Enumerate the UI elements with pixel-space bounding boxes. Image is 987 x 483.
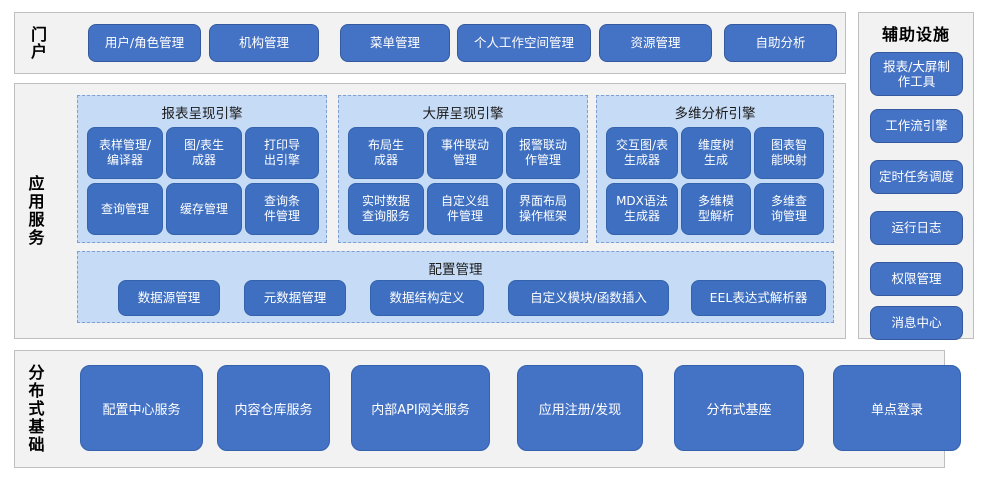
- portal-item-user-role[interactable]: 用户/角色管理: [88, 24, 201, 62]
- config-item-datasource[interactable]: 数据源管理: [118, 280, 220, 316]
- auxiliary-section: 辅助设施 报表/大屏制 作工具 工作流引擎 定时任务调度 运行日志 权限管理 消…: [858, 12, 974, 340]
- engine-panel-bigscreen: 大屏呈现引擎 布局生 成器 事件联动 管理 报警联动 作管理 实时数据 查询服务…: [338, 95, 588, 243]
- engine-bigscreen-item-event-linkage[interactable]: 事件联动 管理: [427, 127, 503, 179]
- distributed-layer-label: 分布式基础: [15, 351, 59, 467]
- engine-olap-item-dimension-tree[interactable]: 维度树 生成: [681, 127, 751, 179]
- portal-item-menu[interactable]: 菜单管理: [340, 24, 450, 62]
- engine-report-item-template-editor[interactable]: 表样管理/ 编译器: [87, 127, 163, 179]
- engine-panel-report: 报表呈现引擎 表样管理/ 编译器 图/表生 成器 打印导 出引擎 查询管理 缓存…: [77, 95, 327, 243]
- distributed-item-api-gateway[interactable]: 内部API网关服务: [351, 365, 490, 451]
- auxiliary-item-runtime-log[interactable]: 运行日志: [870, 211, 963, 245]
- auxiliary-layer-label: 辅助设施: [881, 25, 950, 44]
- distributed-item-distributed-base[interactable]: 分布式基座: [674, 365, 804, 451]
- config-item-custom-module[interactable]: 自定义模块/函数插入: [508, 280, 669, 316]
- portal-section: 门户 用户/角色管理 机构管理 菜单管理 个人工作空间管理 资源管理 自助分析: [14, 12, 846, 74]
- portal-item-org[interactable]: 机构管理: [209, 24, 319, 62]
- engine-bigscreen-item-layout-generator[interactable]: 布局生 成器: [348, 127, 424, 179]
- app-service-section: 应用服务 报表呈现引擎 表样管理/ 编译器 图/表生 成器 打印导 出引擎 查询…: [14, 83, 846, 339]
- config-management-panel: 配置管理 数据源管理 元数据管理 数据结构定义 自定义模块/函数插入 EEL表达…: [77, 251, 834, 323]
- engine-title-olap: 多维分析引擎: [674, 106, 756, 122]
- distributed-layer-label-text: 分布式基础: [28, 363, 46, 454]
- engine-bigscreen-item-ui-layout-framework[interactable]: 界面布局 操作框架: [506, 183, 580, 235]
- engine-olap-item-multidim-query[interactable]: 多维查 询管理: [754, 183, 824, 235]
- auxiliary-item-message-center[interactable]: 消息中心: [870, 306, 963, 340]
- engine-report-item-query-mgmt[interactable]: 查询管理: [87, 183, 163, 235]
- auxiliary-item-permission-mgmt[interactable]: 权限管理: [870, 262, 963, 296]
- engine-title-bigscreen: 大屏呈现引擎: [422, 106, 504, 122]
- portal-layer-label-text: 门户: [27, 26, 47, 60]
- engine-report-item-chart-generator[interactable]: 图/表生 成器: [166, 127, 242, 179]
- auxiliary-item-workflow-engine[interactable]: 工作流引擎: [870, 109, 963, 143]
- config-item-eel-parser[interactable]: EEL表达式解析器: [691, 280, 826, 316]
- distributed-item-config-center[interactable]: 配置中心服务: [80, 365, 203, 451]
- portal-item-self-analysis[interactable]: 自助分析: [724, 24, 837, 62]
- portal-item-personal-workspace[interactable]: 个人工作空间管理: [457, 24, 591, 62]
- engine-report-item-query-condition[interactable]: 查询条 件管理: [245, 183, 319, 235]
- distributed-item-content-repo[interactable]: 内容仓库服务: [217, 365, 330, 451]
- distributed-item-sso[interactable]: 单点登录: [833, 365, 961, 451]
- config-item-metadata[interactable]: 元数据管理: [244, 280, 346, 316]
- engine-title-report: 报表呈现引擎: [161, 106, 243, 122]
- engine-report-item-cache-mgmt[interactable]: 缓存管理: [166, 183, 242, 235]
- distributed-item-app-registry[interactable]: 应用注册/发现: [517, 365, 643, 451]
- app-service-layer-label: 应用服务: [15, 84, 59, 338]
- engine-report-item-print-export[interactable]: 打印导 出引擎: [245, 127, 319, 179]
- app-service-layer-label-text: 应用服务: [28, 174, 46, 247]
- engine-olap-item-interactive-chart[interactable]: 交互图/表 生成器: [606, 127, 678, 179]
- engine-olap-item-mdx-generator[interactable]: MDX语法 生成器: [606, 183, 678, 235]
- distributed-section: 分布式基础 配置中心服务 内容仓库服务 内部API网关服务 应用注册/发现 分布…: [14, 350, 961, 468]
- engine-panel-olap: 多维分析引擎 交互图/表 生成器 维度树 生成 图表智 能映射 MDX语法 生成…: [596, 95, 834, 243]
- engine-bigscreen-item-realtime-query[interactable]: 实时数据 查询服务: [348, 183, 424, 235]
- engine-olap-item-model-parser[interactable]: 多维模 型解析: [681, 183, 751, 235]
- engine-olap-item-chart-mapping[interactable]: 图表智 能映射: [754, 127, 824, 179]
- auxiliary-item-report-bigscreen-tool[interactable]: 报表/大屏制 作工具: [870, 52, 963, 96]
- config-item-data-structure[interactable]: 数据结构定义: [370, 280, 484, 316]
- portal-item-resource[interactable]: 资源管理: [599, 24, 712, 62]
- engine-bigscreen-item-alarm-action[interactable]: 报警联动 作管理: [506, 127, 580, 179]
- auxiliary-item-task-scheduler[interactable]: 定时任务调度: [870, 160, 963, 194]
- portal-layer-label: 门户: [15, 13, 59, 73]
- engine-bigscreen-item-custom-component[interactable]: 自定义组 件管理: [427, 183, 503, 235]
- config-management-title: 配置管理: [428, 262, 483, 278]
